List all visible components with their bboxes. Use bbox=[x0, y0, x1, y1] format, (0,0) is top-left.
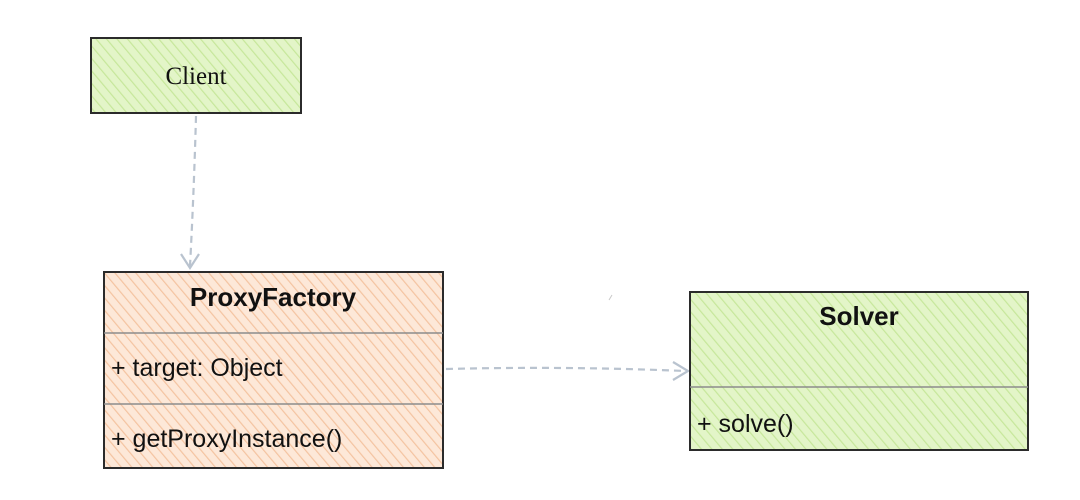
proxyfactory-attribute-target: + target: Object bbox=[111, 354, 283, 382]
client-class[interactable]: Client bbox=[90, 37, 302, 114]
client-label: Client bbox=[165, 63, 226, 90]
proxyfactory-box-fill bbox=[104, 272, 443, 468]
solver-dependency-arrowhead bbox=[672, 361, 691, 381]
proxyfactory-name: ProxyFactory bbox=[190, 282, 357, 312]
client-box-border bbox=[90, 37, 302, 114]
client-to-proxyfactory-dependency bbox=[180, 115, 200, 271]
stray-pencil-mark bbox=[608, 294, 613, 301]
solver-name: Solver bbox=[819, 301, 899, 331]
solver-method-solve: + solve() bbox=[697, 410, 794, 438]
solver-class[interactable]: Solver + solve() bbox=[689, 291, 1029, 451]
solver-box-fill bbox=[690, 292, 1028, 450]
proxyfactory-to-solver-dependency bbox=[445, 361, 691, 381]
client-box-fill bbox=[91, 38, 301, 113]
client-dependency-arrowhead bbox=[180, 253, 200, 271]
proxyfactory-box-border bbox=[103, 271, 444, 469]
proxyfactory-class[interactable]: ProxyFactory + target: Object + getProxy… bbox=[103, 271, 444, 469]
client-dependency-line bbox=[188, 115, 198, 267]
solver-box-border bbox=[689, 291, 1029, 451]
proxyfactory-method-getproxyinstance: + getProxyInstance() bbox=[111, 425, 342, 453]
solver-dependency-line bbox=[445, 366, 686, 373]
